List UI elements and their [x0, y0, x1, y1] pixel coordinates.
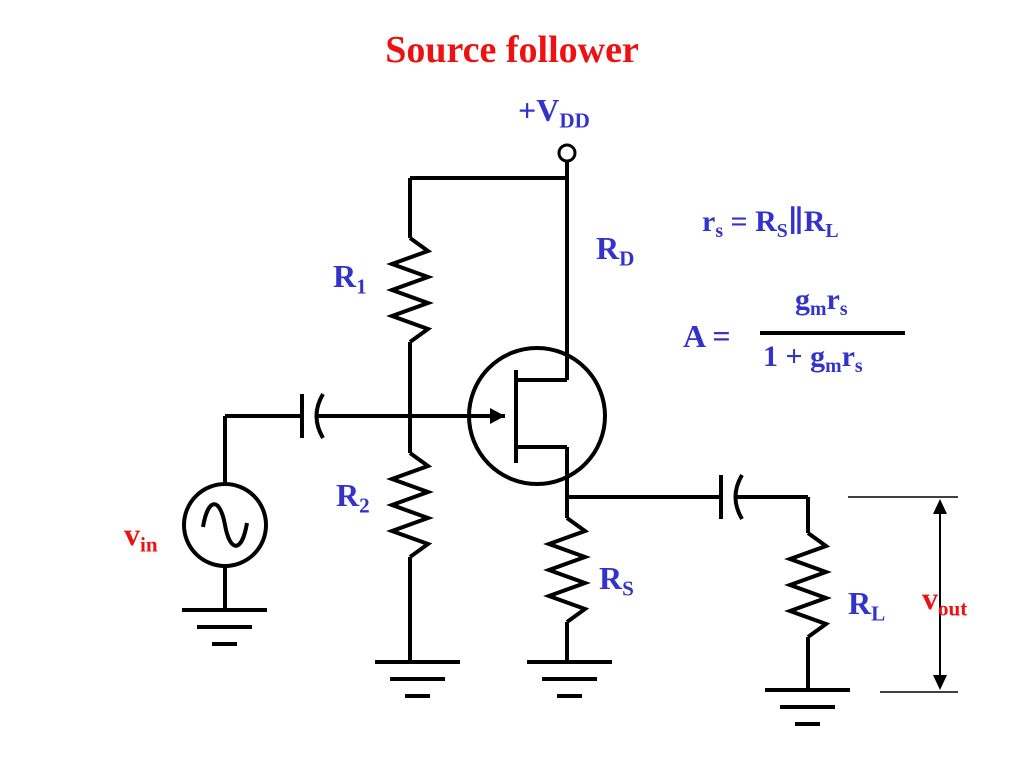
ground-icon [765, 688, 850, 726]
page-title: Source follower [385, 29, 639, 71]
gain-denominator: 1 + gmrs [763, 340, 863, 377]
rs-label: RS [599, 560, 634, 601]
ground-icon [375, 660, 460, 698]
rd-label: RD [596, 230, 635, 271]
vout-label: vout [922, 580, 968, 621]
mosfet-icon [410, 346, 607, 486]
resistor-r2-icon [386, 451, 434, 559]
resistor-rl-icon [784, 531, 832, 639]
resistor-r1-icon [386, 236, 434, 344]
ground-icon [527, 660, 612, 698]
vout-indicator [848, 496, 958, 693]
rl-label: RL [848, 585, 886, 626]
r2-label: R2 [336, 477, 370, 518]
gain-numerator: gmrs [795, 283, 848, 320]
gain-lhs: A = [683, 318, 731, 354]
ac-source-icon [182, 482, 268, 568]
resistor-rs-icon [543, 516, 591, 624]
vdd-terminal-icon [557, 143, 577, 163]
r1-label: R1 [333, 258, 367, 299]
vin-label: vin [124, 516, 158, 557]
vdd-label: +VDD [518, 92, 590, 133]
ground-icon [182, 608, 267, 646]
rs-equation: rs = RS∥RL [702, 205, 839, 242]
